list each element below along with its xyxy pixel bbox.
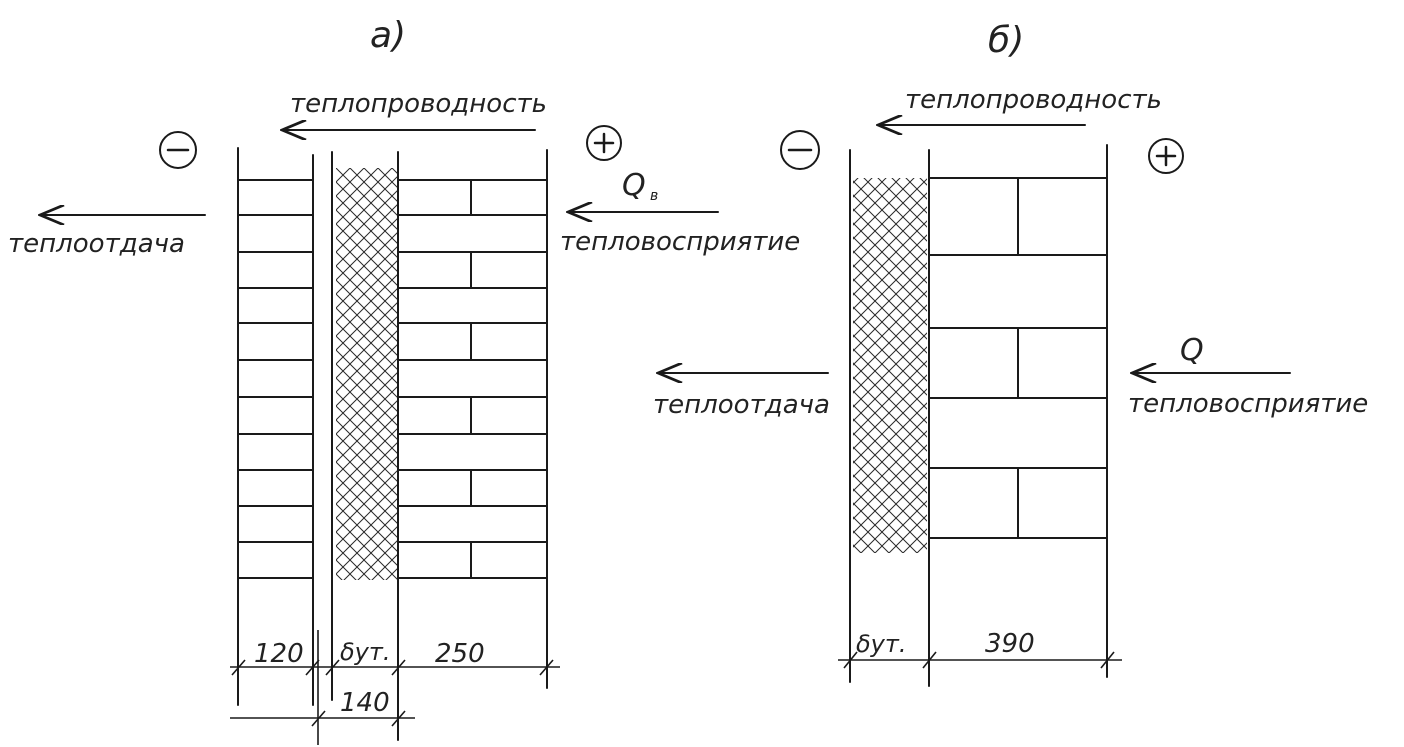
wall-a-perception-label: тепловосприятие <box>560 227 800 257</box>
wall-a-dimension-lines <box>230 630 560 745</box>
wall-a-dim-outer: 120 <box>254 639 304 669</box>
wall-a-dim-inner: 250 <box>435 639 485 669</box>
wall-a-insulation-layer <box>331 151 399 741</box>
wall-a-plus-sign <box>586 125 622 161</box>
wall-a-heat-q-sub: в <box>650 188 658 204</box>
wall-a: а) теплопроводность Q в тепловосприятие … <box>8 15 800 745</box>
wall-a-emission-label: теплоотдача <box>8 229 185 259</box>
wall-a-inner-brick-layer <box>398 149 548 689</box>
wall-a-outer-brick-layer <box>237 147 314 706</box>
wall-b-insulation-layer <box>849 149 927 683</box>
wall-b-dimension-lines <box>838 651 1122 669</box>
wall-b-conduction-label: теплопроводность <box>905 85 1162 115</box>
wall-a-heat-q: Q <box>622 168 646 203</box>
wall-a-conduction-label: теплопроводность <box>290 89 547 119</box>
wall-b-perception-label: тепловосприятие <box>1128 389 1368 419</box>
wall-b-emission-label: теплоотдача <box>653 390 830 420</box>
wall-b-label: б) <box>988 20 1024 61</box>
wall-b: б) теплопроводность Q тепловосприятие те… <box>653 20 1368 687</box>
wall-a-label: а) <box>370 15 406 56</box>
wall-b-dim-insulation: δут. <box>856 630 907 658</box>
wall-a-minus-sign <box>159 131 197 169</box>
wall-a-dim-insulation: δут. <box>340 638 391 666</box>
wall-b-block-layer <box>928 144 1108 687</box>
wall-b-plus-sign <box>1148 138 1184 174</box>
wall-b-dim-block: 390 <box>985 629 1035 659</box>
wall-b-heat-q: Q <box>1180 333 1204 368</box>
wall-b-minus-sign <box>780 130 820 170</box>
wall-a-dim-gap: 140 <box>340 688 390 718</box>
